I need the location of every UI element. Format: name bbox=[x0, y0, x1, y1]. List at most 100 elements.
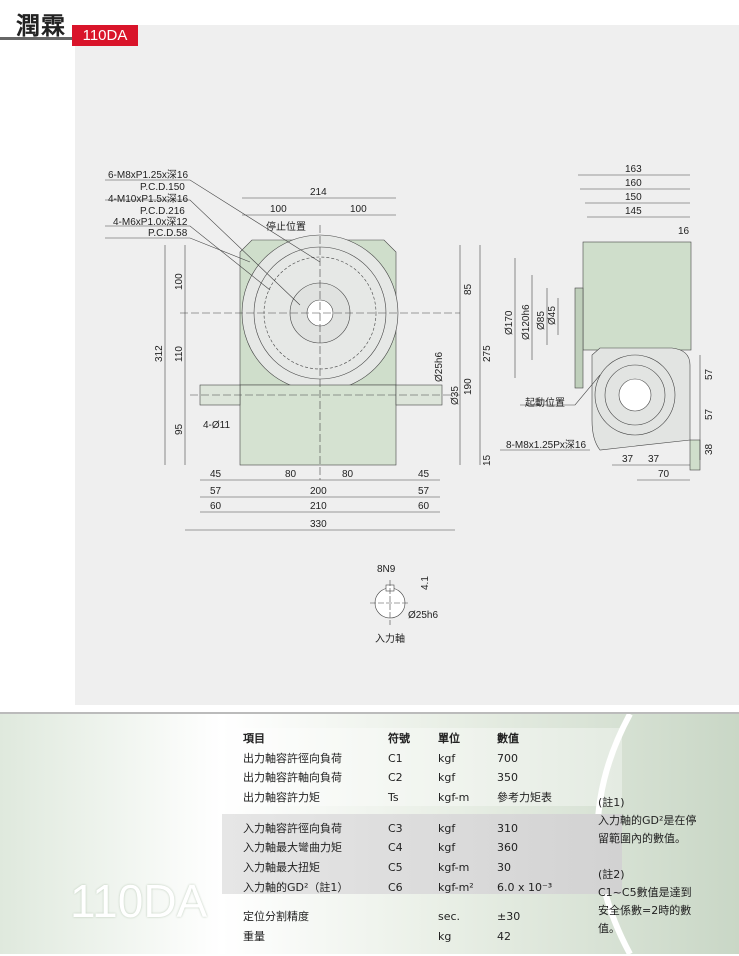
dim-label: 275 bbox=[482, 345, 493, 362]
item-cell: 重量 bbox=[243, 930, 265, 943]
value-cell: 30 bbox=[497, 861, 511, 874]
callout-text: 4-M10xP1.5x深16 bbox=[108, 193, 188, 205]
output-shaft-band bbox=[222, 728, 622, 806]
dim-label: Ø35 bbox=[450, 386, 461, 405]
callout-text: P.C.D.58 bbox=[148, 228, 188, 239]
value-cell: 310 bbox=[497, 822, 518, 835]
dim-label: 330 bbox=[310, 519, 327, 530]
unit-cell: kgf bbox=[438, 771, 456, 784]
hole-label: 4-Ø11 bbox=[203, 420, 230, 431]
value-cell: 350 bbox=[497, 771, 518, 784]
note-line: (註2) bbox=[598, 868, 625, 881]
dim-label: 16 bbox=[678, 226, 690, 237]
dim-label: Ø25h6 bbox=[434, 352, 445, 382]
header-rule bbox=[0, 37, 72, 40]
model-badge: 110DA bbox=[72, 25, 138, 46]
brand-logo: 潤霖 bbox=[16, 11, 66, 40]
note-line: (註1) bbox=[598, 796, 625, 809]
dim-label: 37 bbox=[622, 454, 634, 465]
callout-text: 4-M6xP1.0x深12 bbox=[113, 216, 188, 228]
unit-cell: kg bbox=[438, 930, 452, 943]
value-cell: 6.0 x 10⁻³ bbox=[497, 881, 553, 894]
key-depth-label: 4.1 bbox=[420, 576, 431, 590]
callout-text: 6-M8xP1.25x深16 bbox=[108, 169, 188, 181]
dim-label: 57 bbox=[418, 486, 430, 497]
dim-label: 160 bbox=[625, 178, 642, 189]
key-label: 8N9 bbox=[377, 564, 396, 575]
dim-label: 57 bbox=[704, 408, 715, 420]
dim-label: 80 bbox=[342, 469, 354, 480]
table-row: 重量 kg 42 bbox=[243, 928, 583, 946]
technical-drawing: 6-M8xP1.25x深16 P.C.D.150 4-M10xP1.5x深16 … bbox=[105, 164, 715, 645]
col-header-unit: 單位 bbox=[438, 732, 460, 745]
dim-label: 95 bbox=[174, 423, 185, 435]
note-line: 留範圍內的數值。 bbox=[598, 832, 686, 845]
callout-text: P.C.D.150 bbox=[140, 182, 185, 193]
front-lower-housing bbox=[239, 384, 397, 466]
symbol-cell: Ts bbox=[388, 791, 399, 804]
dim-label: 110 bbox=[174, 346, 185, 362]
dim-label: 45 bbox=[418, 469, 430, 480]
dim-label: 57 bbox=[704, 368, 715, 380]
item-cell: 入力軸最大扭矩 bbox=[243, 861, 320, 874]
dim-label: 190 bbox=[463, 378, 474, 395]
note-line: 值。 bbox=[598, 922, 620, 935]
dim-label: 312 bbox=[154, 345, 165, 362]
note-line: C1~C5數值是達到 bbox=[598, 886, 692, 899]
table-header: 項目 符號 單位 數值 bbox=[243, 730, 583, 748]
dim-label: 85 bbox=[463, 283, 474, 295]
item-cell: 出力軸容許徑向負荷 bbox=[243, 752, 342, 765]
model-watermark: 110DA bbox=[70, 875, 208, 927]
value-cell: 42 bbox=[497, 930, 511, 943]
item-cell: 出力軸容許軸向負荷 bbox=[243, 771, 342, 784]
notes: (註1) 入力軸的GD²是在停 留範圍內的數值。 (註2) C1~C5數值是達到… bbox=[598, 794, 728, 938]
dim-label: 80 bbox=[285, 469, 297, 480]
item-cell: 入力軸的GD²（註1） bbox=[243, 881, 349, 894]
unit-cell: kgf bbox=[438, 752, 456, 765]
dim-label: 163 bbox=[625, 164, 642, 175]
symbol-cell: C1 bbox=[388, 752, 403, 765]
dim-label: 45 bbox=[210, 469, 222, 480]
dim-label: 60 bbox=[418, 501, 430, 512]
unit-cell: kgf-m bbox=[438, 861, 470, 874]
dim-label: 214 bbox=[310, 187, 327, 198]
item-cell: 入力軸容許徑向負荷 bbox=[243, 822, 342, 835]
shaft-title: 入力軸 bbox=[375, 632, 405, 645]
symbol-cell: C3 bbox=[388, 822, 403, 835]
input-shaft-band bbox=[222, 814, 622, 894]
dim-label: 70 bbox=[658, 469, 670, 480]
value-cell: 360 bbox=[497, 841, 518, 854]
item-cell: 定位分割精度 bbox=[243, 910, 309, 923]
spec-table-area: 110DA 項目 符號 單位 數值 出力軸容許徑向負荷 C1 kgf 700 出力軸容許… bbox=[0, 712, 739, 954]
unit-cell: kgf-m² bbox=[438, 881, 474, 894]
unit-cell: sec. bbox=[438, 910, 461, 923]
dim-label: 37 bbox=[648, 454, 660, 465]
table-row: 出力軸容許軸向負荷 C2 kgf 350 bbox=[243, 769, 583, 787]
dim-label: 150 bbox=[625, 192, 642, 203]
value-cell: 700 bbox=[497, 752, 518, 765]
start-position-label: 起動位置 bbox=[525, 396, 565, 409]
item-cell: 入力軸最大彎曲力矩 bbox=[243, 841, 342, 854]
value-cell: 參考力矩表 bbox=[497, 791, 552, 804]
dim-label: 57 bbox=[210, 486, 222, 497]
shaft-diameter-label: Ø25h6 bbox=[408, 610, 438, 621]
symbol-cell: C6 bbox=[388, 881, 403, 894]
symbol-cell: C2 bbox=[388, 771, 403, 784]
unit-cell: kgf bbox=[438, 841, 456, 854]
col-header-value: 數值 bbox=[497, 732, 519, 745]
note-line: 入力軸的GD²是在停 bbox=[598, 814, 697, 827]
dim-label: Ø170 bbox=[504, 310, 515, 335]
side-body bbox=[582, 241, 692, 351]
table-row: 入力軸的GD²（註1） C6 kgf-m² 6.0 x 10⁻³ bbox=[243, 879, 583, 897]
item-cell: 出力軸容許力矩 bbox=[243, 791, 320, 804]
symbol-cell: C5 bbox=[388, 861, 403, 874]
col-header-item: 項目 bbox=[243, 732, 265, 745]
dim-label: 145 bbox=[625, 206, 642, 217]
col-header-symbol: 符號 bbox=[388, 732, 410, 745]
callout-text: P.C.D.216 bbox=[140, 206, 185, 217]
dim-label: Ø120h6 bbox=[521, 304, 532, 340]
